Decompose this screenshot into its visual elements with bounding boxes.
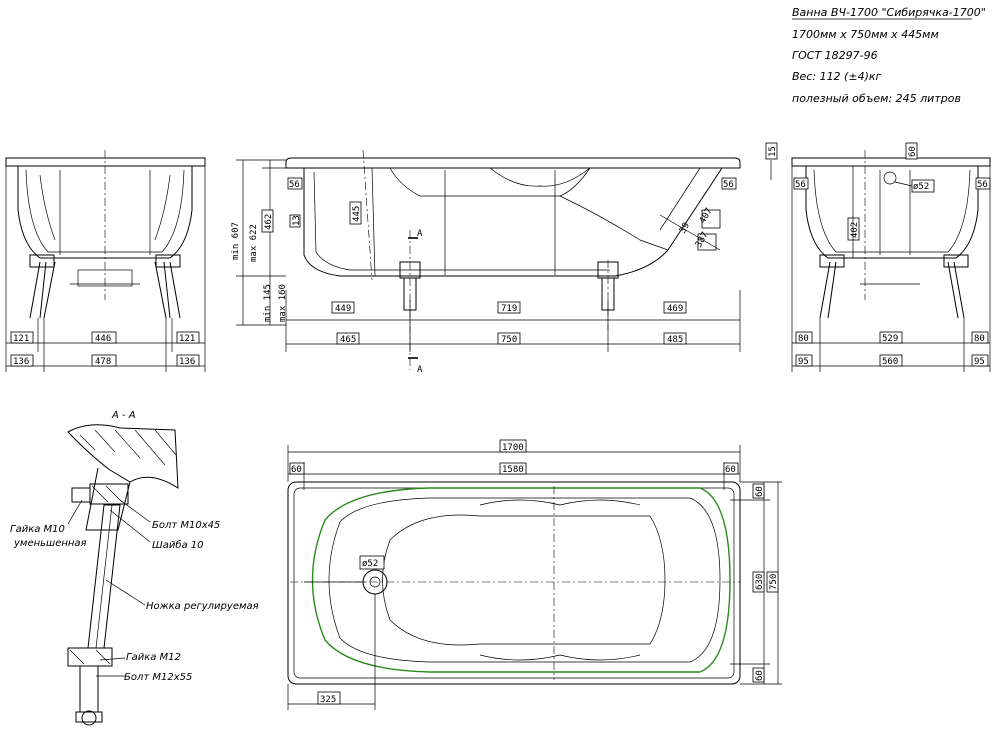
label-nut-m10: Гайка М10	[10, 524, 65, 535]
dim-465: 465	[340, 335, 356, 345]
dim-min-145: min 145	[263, 284, 273, 322]
dim-39: 39	[678, 221, 692, 235]
dim-136-left: 136	[13, 357, 29, 367]
dim-min-607: min 607	[231, 222, 241, 260]
dim-56-right-left: 56	[795, 180, 806, 190]
dim-529: 529	[882, 334, 898, 344]
dim-719: 719	[501, 304, 517, 314]
dim-325: 325	[320, 695, 336, 705]
dim-136-right: 136	[179, 357, 195, 367]
dim-1580: 1580	[502, 465, 524, 475]
plan-view: ø52 1700 60 1580 60 60 630 750 60	[287, 439, 782, 710]
section-mark-a-bottom: A	[417, 365, 423, 375]
dim-95-left: 95	[798, 357, 809, 367]
dim-95-right: 95	[974, 357, 985, 367]
dim-60-top-right: 60	[725, 465, 736, 475]
dim-750: 750	[501, 335, 517, 345]
end-view-left: 121 446 121 136 478 136	[5, 150, 206, 372]
dim-60-right-bottom: 60	[755, 670, 765, 681]
dim-750-plan: 750	[769, 574, 779, 590]
dim-80-left: 80	[798, 334, 809, 344]
label-washer: Шайба 10	[152, 539, 204, 551]
dim-446: 446	[95, 334, 111, 344]
dim-469: 469	[667, 304, 683, 314]
dim-phi52-plan: ø52	[362, 559, 378, 569]
title-line-5: полезный объем: 245 литров	[792, 92, 961, 105]
title-line-4: Вес: 112 (±4)кг	[792, 70, 881, 83]
dim-449: 449	[335, 304, 351, 314]
dim-56-left: 56	[289, 180, 300, 190]
title-line-1: Ванна ВЧ-1700 "Сибирячка-1700"	[792, 6, 986, 19]
dim-478: 478	[95, 357, 111, 367]
label-nut-m10-reduced: уменьшенная	[13, 538, 87, 549]
dim-402: 402	[850, 222, 860, 238]
dim-15: 15	[768, 146, 778, 157]
end-view-right: ø52 15 60 56 56 402 80 529 80 95 56	[765, 142, 991, 372]
dim-max-622: max 622	[249, 224, 259, 262]
title-line-2: 1700мм х 750мм х 445мм	[792, 28, 939, 41]
title-line-3: ГОСТ 18297-96	[792, 49, 878, 62]
dim-max-160: max 160	[278, 284, 288, 322]
dim-56-right-right: 56	[977, 180, 988, 190]
dim-445: 445	[352, 206, 362, 222]
section-mark-a-top: A	[417, 229, 423, 239]
dim-60-top: 60	[908, 146, 918, 157]
label-nut-m12: Гайка М12	[126, 652, 181, 663]
label-bolt-m10: Болт М10х45	[152, 520, 220, 531]
side-view: A A min 607 max 622 462 min 145 max 160 …	[231, 149, 741, 375]
label-leg: Ножка регулируемая	[146, 601, 259, 612]
dim-560: 560	[882, 357, 898, 367]
dim-phi52-side: ø52	[913, 182, 929, 192]
dim-60-top-left: 60	[291, 465, 302, 475]
dim-462: 462	[264, 214, 274, 230]
dim-60-right-top: 60	[755, 486, 765, 497]
title-block: Ванна ВЧ-1700 "Сибирячка-1700" 1700мм х …	[792, 6, 986, 105]
dim-121-left: 121	[13, 334, 29, 344]
dim-1700: 1700	[502, 443, 524, 453]
section-title: A - A	[111, 410, 136, 421]
dim-13: 13	[292, 215, 302, 226]
dim-630: 630	[755, 574, 765, 590]
dim-56-right: 56	[723, 180, 734, 190]
dim-80-right: 80	[974, 334, 985, 344]
dim-121-right: 121	[179, 334, 195, 344]
section-a-a: A - A Гайка М10 уменьшенная Болт М10х45 …	[10, 410, 259, 726]
label-bolt-m12: Болт М12х55	[124, 672, 192, 683]
dim-485: 485	[667, 335, 683, 345]
